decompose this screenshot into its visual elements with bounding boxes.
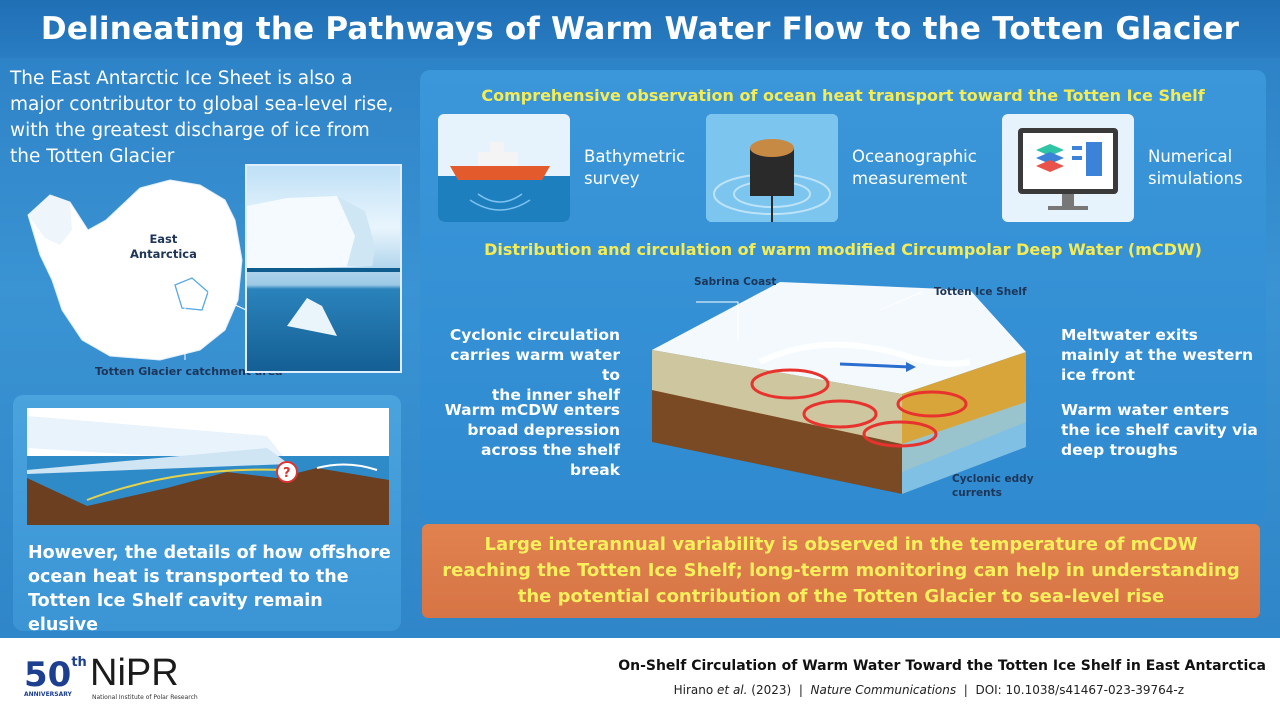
- citation-separator: |: [798, 683, 803, 697]
- citation-separator: |: [963, 683, 968, 697]
- east-antarctica-label: East Antarctica: [130, 232, 197, 262]
- nipr-subtitle: National Institute of Polar Research: [92, 694, 198, 701]
- intro-text: The East Antarctic Ice Sheet is also a m…: [10, 68, 394, 167]
- callout-line: carries warm water to: [450, 346, 620, 384]
- observation-heading: Comprehensive observation of ocean heat …: [481, 86, 1205, 105]
- citation-line: Hirano et al. (2023) | Nature Communicat…: [674, 683, 1184, 697]
- antarctica-map-icon: [27, 179, 247, 361]
- method-label: Bathymetric survey: [584, 146, 685, 190]
- callout-line: Warm water enters: [1061, 401, 1230, 419]
- callout-cyclonic-circulation: Cyclonic circulation carries warm water …: [430, 325, 620, 405]
- method-label-line: survey: [584, 169, 640, 188]
- logo-ribbon: ANNIVERSARY: [24, 691, 72, 698]
- eddy-label-line: currents: [952, 487, 1002, 499]
- title-bar: Delineating the Pathways of Warm Water F…: [0, 0, 1280, 58]
- question-mark: ?: [283, 466, 291, 481]
- conclusion-text: Large interannual variability is observe…: [442, 534, 1240, 607]
- ship-icon: [438, 114, 570, 222]
- conclusion-banner: Large interannual variability is observe…: [422, 524, 1260, 618]
- citation-doi[interactable]: DOI: 10.1038/s41467-023-39764-z: [975, 683, 1184, 697]
- callout-line: Warm mCDW enters: [444, 401, 620, 419]
- iceberg-photo: [245, 164, 402, 373]
- method-label-line: simulations: [1148, 169, 1243, 188]
- cyclonic-eddy-label: Cyclonic eddy currents: [952, 472, 1034, 500]
- mooring-icon: [706, 114, 838, 222]
- method-label-line: Oceanographic: [852, 147, 977, 166]
- computer-icon: [1002, 114, 1134, 222]
- callout-line: mainly at the western: [1061, 346, 1254, 364]
- catchment-label: Totten Glacier catchment area: [95, 365, 283, 378]
- citation-etal: et al.: [717, 683, 748, 697]
- sabrina-coast-label: Sabrina Coast: [694, 276, 777, 288]
- infographic: Delineating the Pathways of Warm Water F…: [0, 0, 1280, 638]
- callout-line: the inner shelf: [491, 386, 620, 404]
- paper-title: On-Shelf Circulation of Warm Water Towar…: [618, 658, 1266, 674]
- method-oceanographic: Oceanographic measurement: [706, 114, 977, 222]
- nipr-logo: NiPR: [90, 652, 179, 694]
- anniversary-logo: 50th ANNIVERSARY: [24, 655, 87, 698]
- method-label-line: Numerical: [1148, 147, 1233, 166]
- elusive-panel: ? However, the details of how offshore o…: [13, 395, 401, 635]
- method-bathymetric: Bathymetric survey: [438, 114, 685, 222]
- logo-suffix: th: [71, 655, 87, 670]
- callout-meltwater: Meltwater exits mainly at the western ic…: [1061, 325, 1261, 385]
- map-label-antarctica: Antarctica: [130, 247, 197, 261]
- method-label-line: measurement: [852, 169, 968, 188]
- callout-line: Meltwater exits: [1061, 326, 1198, 344]
- method-numerical: Numerical simulations: [1002, 114, 1243, 222]
- callout-warm-water-enters: Warm water enters the ice shelf cavity v…: [1061, 400, 1261, 460]
- cross-section-image: ?: [27, 408, 389, 525]
- map-label-east: East: [149, 232, 178, 246]
- footer: [0, 638, 1280, 718]
- callout-line: the ice shelf cavity via: [1061, 421, 1258, 439]
- callout-line: across the shelf break: [481, 441, 620, 479]
- circulation-heading: Distribution and circulation of warm mod…: [484, 240, 1202, 259]
- circulation-diagram: [652, 282, 1026, 494]
- citation-authors: Hirano: [673, 683, 714, 697]
- callout-line: ice front: [1061, 366, 1135, 384]
- eddy-label-line: Cyclonic eddy: [952, 473, 1034, 485]
- antarctica-map: East Antarctica Totten Glacier catchment…: [10, 160, 402, 385]
- method-label: Numerical simulations: [1148, 146, 1243, 190]
- callout-line: broad depression: [467, 421, 620, 439]
- citation-year: (2023): [751, 683, 792, 697]
- page-title: Delineating the Pathways of Warm Water F…: [40, 11, 1240, 47]
- logo-number: 50: [24, 655, 72, 695]
- method-label: Oceanographic measurement: [852, 146, 977, 190]
- elusive-text: However, the details of how offshore oce…: [28, 543, 391, 635]
- callout-line: deep troughs: [1061, 441, 1178, 459]
- citation-journal: Nature Communications: [810, 683, 957, 697]
- callout-line: Cyclonic circulation: [449, 326, 620, 344]
- callout-warm-mcdw: Warm mCDW enters broad depression across…: [430, 400, 620, 480]
- method-label-line: Bathymetric: [584, 147, 686, 166]
- totten-ice-shelf-label: Totten Ice Shelf: [934, 286, 1027, 298]
